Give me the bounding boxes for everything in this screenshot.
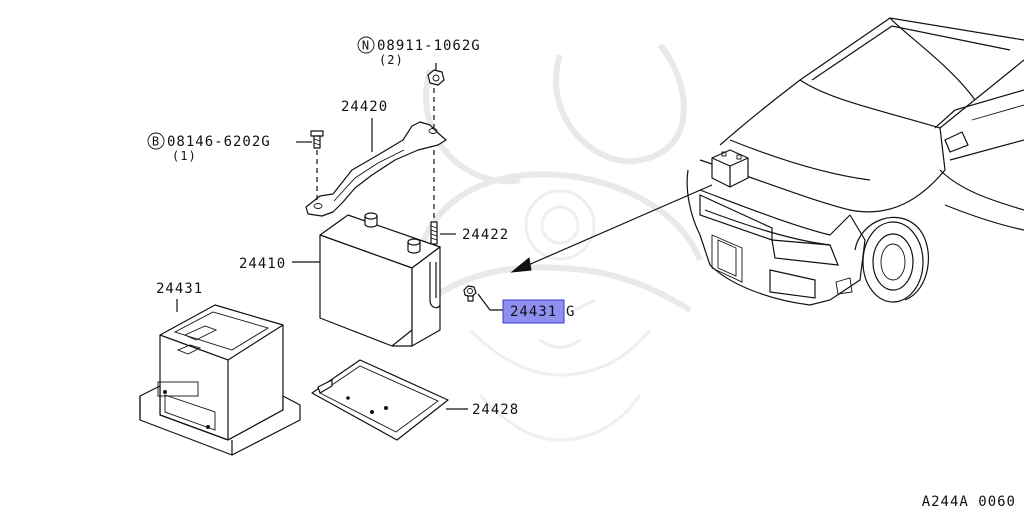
bracket-label: 24420 <box>341 99 388 115</box>
watermark-helmet <box>417 43 703 442</box>
prefix-b: B <box>152 135 160 149</box>
battery-24410 <box>319 212 441 347</box>
tray-label: 24428 <box>472 402 519 418</box>
nut-n <box>427 63 445 86</box>
battery-label: 24410 <box>239 256 286 272</box>
rod-24422 <box>430 221 438 245</box>
rod-label: 24422 <box>462 227 509 243</box>
pointer-arrow <box>510 184 713 273</box>
bolt-24431g <box>463 285 477 302</box>
car-outline <box>686 17 1024 306</box>
bolt-n-qty: (2) <box>379 53 404 67</box>
battery-cover-label: 24431 <box>156 281 203 297</box>
bolt-b-callout: B 08146-6202G (1) <box>147 132 271 163</box>
bolt-n-number: 08911-1062G <box>377 38 481 54</box>
highlight-box[interactable] <box>502 299 565 324</box>
bolt-highlight-suffix: G <box>566 304 575 320</box>
leader-bolt-highlight <box>477 293 504 311</box>
bracket-24420 <box>305 121 447 217</box>
bolt-b <box>310 130 324 149</box>
bolt-highlight-label[interactable]: 24431 <box>510 304 557 320</box>
tray-24428 <box>311 359 449 441</box>
bolt-n-callout: N 08911-1062G (2) <box>357 36 481 67</box>
prefix-circle-b-icon <box>147 132 165 150</box>
bolt-b-qty: (1) <box>172 149 197 163</box>
bolt-b-number: 08146-6202G <box>167 134 271 150</box>
prefix-n: N <box>362 39 370 53</box>
drawing-code: A244A 0060 <box>922 494 1016 510</box>
battery-cover-24431 <box>139 304 301 456</box>
prefix-circle-n-icon <box>357 36 375 54</box>
